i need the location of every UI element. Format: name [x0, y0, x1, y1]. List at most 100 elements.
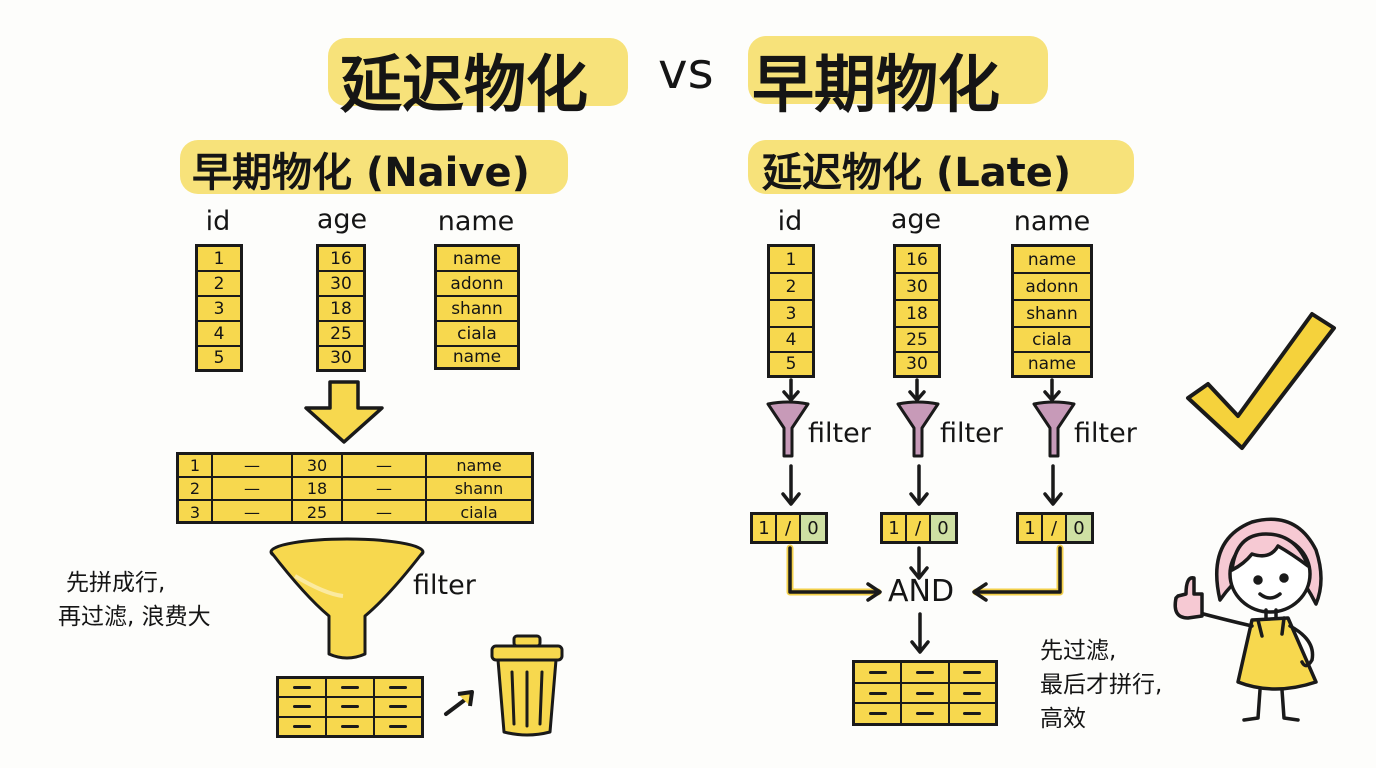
table-row: 2 — 18 — shann — [179, 478, 531, 501]
cell: — — [213, 501, 293, 524]
cell: 18 — [319, 297, 363, 322]
cell: — — [343, 501, 427, 524]
cell: 5 — [785, 354, 797, 374]
cell: ciala — [437, 322, 517, 347]
cell: name — [437, 247, 517, 272]
table-row: 1 — 30 — name — [179, 455, 531, 478]
naive-note: 先拼成行, 再过滤, 浪费大 — [58, 566, 211, 634]
funnel-icon — [269, 537, 425, 660]
naive-col-name: name adonn shann ciala name — [434, 244, 520, 370]
cell: 25 — [293, 501, 343, 524]
cell: shann — [454, 479, 504, 498]
late-col-name-title: name — [1013, 206, 1091, 237]
late-heading: 延迟物化 (Late) — [762, 150, 1072, 196]
late-note-line-1: 先过滤, — [1040, 638, 1117, 664]
cell: ciala — [460, 503, 498, 522]
late-and-label: AND — [888, 574, 955, 609]
flow-arrows — [781, 378, 1064, 654]
cell: 30 — [330, 348, 352, 368]
bit: 1 — [1019, 515, 1043, 541]
cell: shann — [1014, 301, 1090, 328]
cell: 5 — [213, 348, 225, 368]
late-col-age-title: age — [890, 204, 942, 235]
cell: 16 — [319, 247, 363, 272]
naive-note-line-1: 先拼成行, — [66, 570, 166, 596]
checkmark-icon — [1186, 312, 1336, 450]
late-bitmap-age: 1 / 0 — [880, 512, 958, 544]
cell: 2 — [179, 478, 213, 499]
arrow-right-icon — [444, 690, 474, 716]
cell: shann — [437, 297, 517, 322]
late-filter-label-name: filter — [1074, 418, 1137, 449]
cell: name — [1027, 354, 1077, 374]
late-col-name: name adonn shann ciala name — [1011, 244, 1093, 378]
cell: name — [1014, 247, 1090, 274]
late-col-age: 16 30 18 25 30 — [893, 244, 941, 378]
late-note-line-2: 最后才拼行, — [1040, 672, 1163, 698]
naive-heading: 早期物化 (Naive) — [192, 150, 530, 196]
late-filter-label-id: filter — [808, 418, 871, 449]
cell: 3 — [179, 501, 213, 524]
cell: 30 — [319, 272, 363, 297]
bit: 1 — [753, 515, 777, 541]
bit: 1 — [883, 515, 907, 541]
table-row: 3 — 25 — ciala — [179, 501, 531, 524]
naive-col-age-title: age — [316, 204, 368, 235]
cell: 3 — [770, 301, 812, 328]
down-arrow-icon — [304, 380, 384, 444]
naive-col-id-title: id — [205, 206, 231, 237]
cell: 1 — [198, 247, 240, 272]
cell: name — [456, 456, 502, 475]
cell: 25 — [896, 328, 938, 353]
naive-col-age: 16 30 18 25 30 — [316, 244, 366, 372]
title-late: 延迟物化 — [340, 48, 589, 121]
bit: / — [777, 515, 801, 541]
cell: 4 — [770, 328, 812, 353]
naive-filter-label: filter — [413, 570, 476, 601]
cell: 30 — [896, 274, 938, 301]
title-early: 早期物化 — [752, 48, 1001, 121]
late-col-id: 1 2 3 4 5 — [767, 244, 815, 378]
cell: 18 — [896, 301, 938, 328]
cell: — — [343, 478, 427, 499]
cell: 2 — [770, 274, 812, 301]
funnel-icon — [766, 400, 810, 458]
cell: 25 — [319, 322, 363, 347]
bit: / — [907, 515, 931, 541]
cell: 2 — [198, 272, 240, 297]
title-vs: vs — [658, 42, 714, 100]
naive-joined-table: 1 — 30 — name 2 — 18 — shann 3 — 25 — ci… — [176, 452, 534, 524]
naive-col-name-title: name — [437, 206, 515, 237]
naive-result-table — [276, 676, 424, 738]
cell: 16 — [896, 247, 938, 274]
late-filter-label-age: filter — [940, 418, 1003, 449]
late-note: 先过滤, 最后才拼行, 高效 — [1040, 634, 1162, 736]
girl-thumbs-up-icon — [1173, 517, 1323, 722]
bit: 0 — [931, 515, 955, 541]
cell: 1 — [179, 455, 213, 476]
trash-icon — [490, 634, 564, 737]
late-result-table — [852, 660, 998, 726]
bit: 0 — [1067, 515, 1091, 541]
naive-note-line-2: 再过滤, 浪费大 — [58, 604, 211, 630]
funnel-icon — [1032, 400, 1076, 458]
cell: — — [343, 455, 427, 476]
cell: 1 — [770, 247, 812, 274]
cell: 3 — [198, 297, 240, 322]
cell: — — [213, 478, 293, 499]
cell: adonn — [437, 272, 517, 297]
cell: 30 — [293, 455, 343, 476]
naive-col-id: 1 2 3 4 5 — [195, 244, 243, 372]
late-col-id-title: id — [777, 206, 803, 237]
cell: adonn — [1014, 274, 1090, 301]
cell: 4 — [198, 322, 240, 347]
funnel-icon — [896, 400, 940, 458]
cell: 18 — [293, 478, 343, 499]
cell: 30 — [906, 354, 928, 374]
late-note-line-3: 高效 — [1040, 706, 1086, 732]
bit: / — [1043, 515, 1067, 541]
cell: — — [213, 455, 293, 476]
cell: ciala — [1014, 328, 1090, 353]
late-bitmap-id: 1 / 0 — [750, 512, 828, 544]
bit: 0 — [801, 515, 825, 541]
